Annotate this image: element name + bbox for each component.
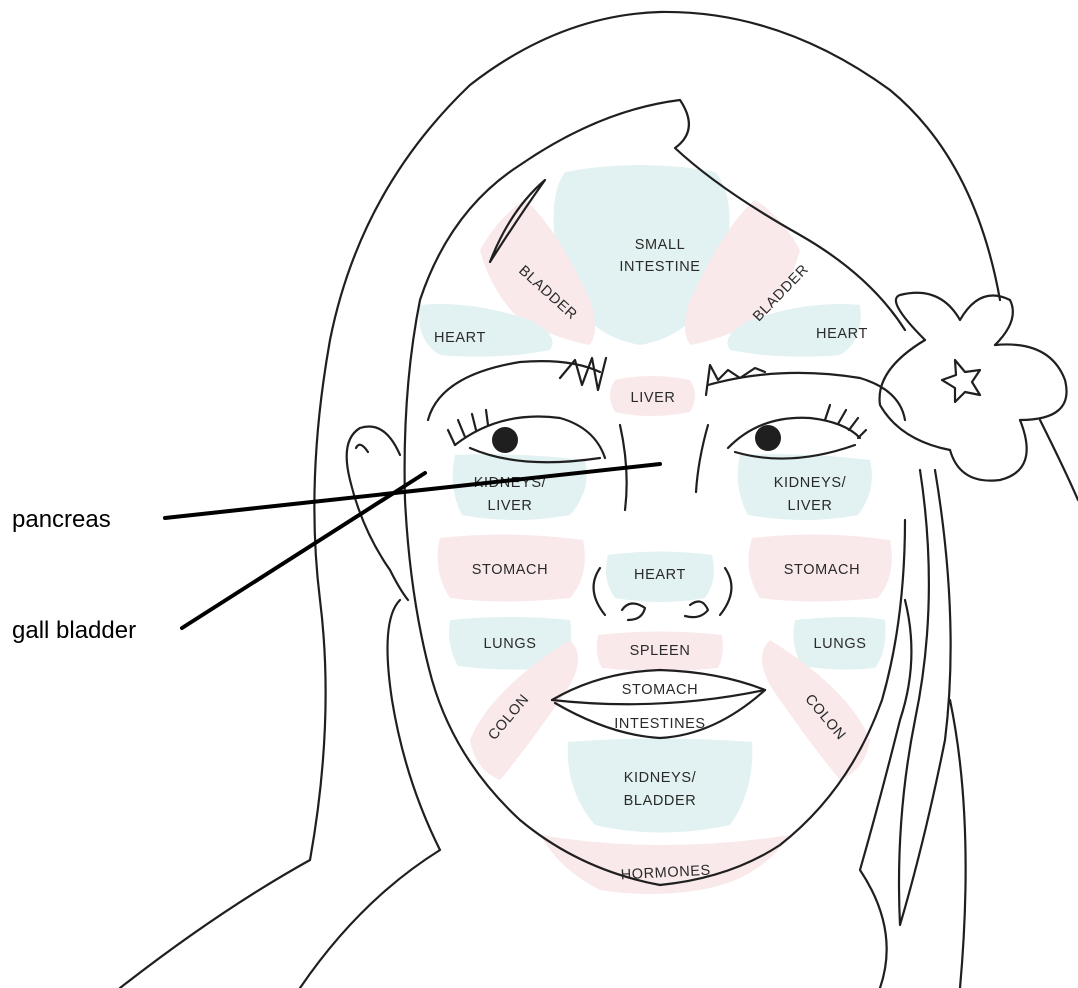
callout-pancreas: pancreas (12, 506, 111, 533)
gall-bladder-pointer-line (182, 473, 425, 628)
hair-right-lower (950, 700, 966, 988)
label-heart-right: HEART (816, 326, 868, 342)
label-kidneys-bladder-2: BLADDER (624, 793, 697, 809)
flower-petal-top (896, 293, 1013, 345)
flower-petal-bottom (950, 420, 1027, 481)
label-intestines-lip: INTESTINES (614, 716, 705, 732)
label-kidneys-liver-right-2: LIVER (788, 498, 833, 514)
label-small-intestine-2: INTESTINE (619, 259, 700, 275)
label-kidneys-liver-right-1: KIDNEYS/ (774, 475, 847, 491)
callout-gall-bladder: gall bladder (12, 617, 136, 644)
pancreas-pointer-line (165, 464, 660, 518)
left-iris (492, 427, 518, 453)
label-lungs-right: LUNGS (814, 636, 867, 652)
label-kidneys-liver-left-2: LIVER (488, 498, 533, 514)
flower-petal-left (880, 340, 950, 450)
right-iris (755, 425, 781, 451)
left-eyebrow (428, 361, 600, 420)
nose-side-left (594, 568, 605, 615)
label-kidneys-bladder-1: KIDNEYS/ (624, 770, 697, 786)
left-ear-inner (356, 445, 368, 452)
left-nostril (622, 603, 645, 620)
hair-right-strand (1040, 420, 1078, 500)
flower-center (942, 360, 980, 402)
left-ear (347, 427, 408, 600)
right-eyebrow-hair (706, 365, 765, 395)
label-spleen: SPLEEN (630, 643, 691, 659)
label-small-intestine-1: SMALL (635, 237, 686, 253)
label-stomach-right: STOMACH (784, 562, 860, 578)
label-stomach-lip: STOMACH (622, 682, 698, 698)
label-lungs-left: LUNGS (484, 636, 537, 652)
label-liver: LIVER (631, 390, 676, 406)
nose-bridge-right (696, 425, 708, 492)
flower-petal-right (995, 344, 1067, 420)
nose-side-right (720, 568, 731, 615)
neck-left (300, 600, 440, 988)
line-art (120, 12, 1078, 988)
label-stomach-left: STOMACH (472, 562, 548, 578)
right-eyebrow (708, 373, 905, 420)
right-nostril (685, 601, 708, 617)
label-heart-left: HEART (434, 330, 486, 346)
label-heart-nose: HEART (634, 567, 686, 583)
